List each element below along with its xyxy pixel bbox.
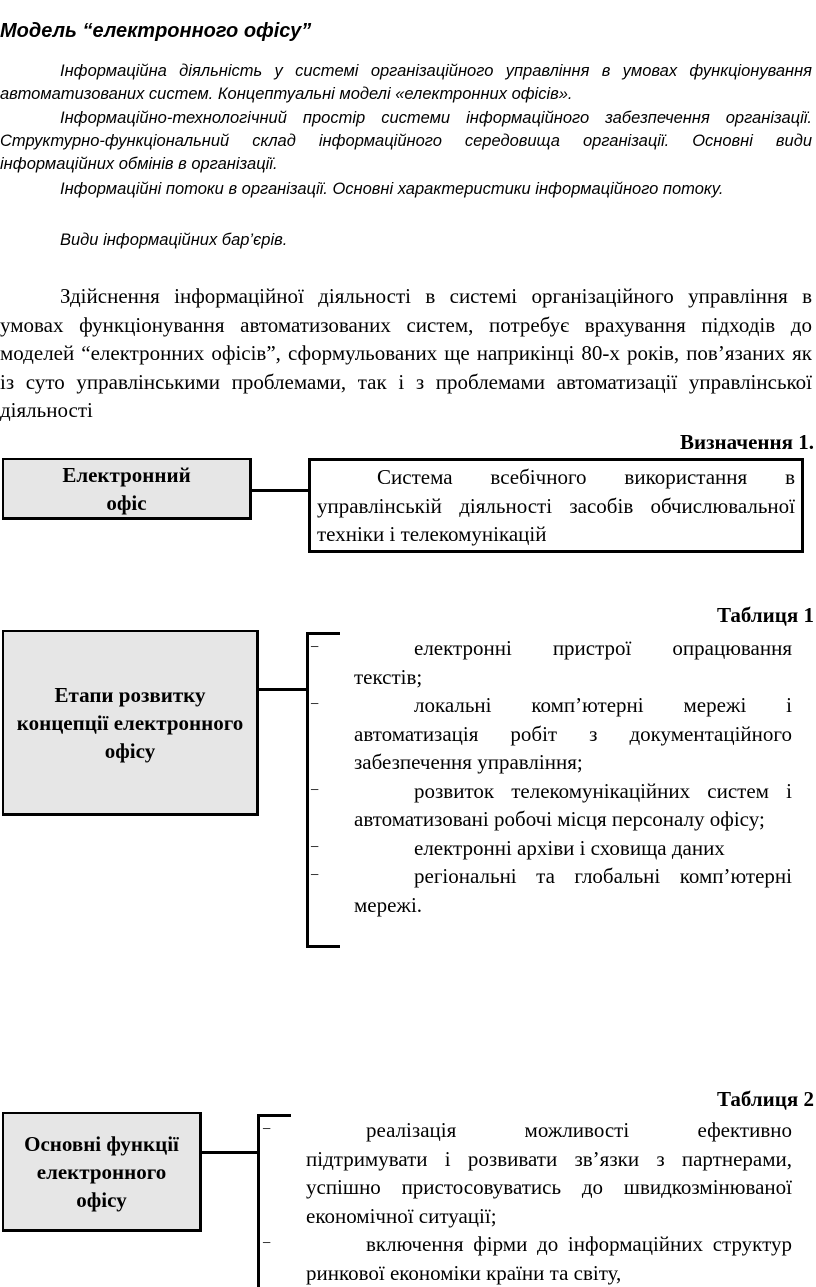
- dash-icon: −: [262, 1235, 272, 1252]
- table2-bracket: [257, 1114, 260, 1287]
- topic-4-text: Види інформаційних бар’єрів.: [60, 231, 288, 249]
- definition-connector: [252, 489, 308, 492]
- table1-label: Таблиця 1: [716, 603, 814, 627]
- table1-bracket: [306, 632, 309, 948]
- list-item-text: розвиток телекомунікаційних систем і авт…: [354, 778, 792, 832]
- list-item: − електронні пристрої опрацювання текстів…: [310, 634, 792, 691]
- table2-label: Таблиця 2: [716, 1087, 814, 1111]
- list-item: − електронні архіви і сховища даних: [310, 834, 792, 863]
- list-item-text: електронні пристрої опрацювання текстів;: [354, 636, 792, 689]
- dash-icon: −: [310, 639, 320, 656]
- table2-connector: [202, 1151, 260, 1154]
- list-item-text: регіональні та глобальні комп’ютерні мер…: [354, 864, 792, 917]
- topic-1: Інформаційна діяльність у системі органі…: [0, 60, 812, 106]
- dash-icon: −: [310, 867, 320, 884]
- intro-paragraph-text: Здійснення інформаційної діяльності в си…: [0, 284, 812, 422]
- list-item-text: локальні комп’ютерні мережі і автоматиза…: [354, 693, 792, 774]
- dash-icon: −: [262, 1121, 272, 1138]
- definition-term-box: Електронний офіс: [2, 458, 252, 520]
- table1-bracket-top: [306, 632, 340, 635]
- table2-bracket-top: [257, 1114, 291, 1117]
- dash-icon: −: [310, 781, 320, 799]
- list-item: − локальні комп’ютерні мережі і автоматиз…: [310, 691, 792, 777]
- table1-connector: [259, 688, 309, 691]
- topic-2: Інформаційно-технологічний простір систе…: [0, 107, 812, 176]
- list-item: − реалізація можливості ефективно підтрим…: [262, 1116, 792, 1230]
- table1-list: − електронні пристрої опрацювання текстів…: [310, 634, 792, 919]
- topic-1-text: Інформаційна діяльність у системі органі…: [0, 62, 812, 103]
- list-item: − розвиток телекомунікаційних систем і ав…: [310, 777, 792, 834]
- intro-paragraph: Здійснення інформаційної діяльності в си…: [0, 282, 812, 425]
- definition-label: Визначення 1.: [679, 430, 814, 454]
- document-title: Модель “електронного офісу”: [0, 20, 312, 42]
- list-item: − включення фірми до інформаційних структ…: [262, 1230, 792, 1287]
- list-item: − регіональні та глобальні комп’ютерні ме…: [310, 862, 792, 919]
- table2-term-box: Основні функції електронного офісу: [2, 1112, 202, 1232]
- topic-2-text: Інформаційно-технологічний простір систе…: [0, 109, 812, 173]
- topic-3: Інформаційні потоки в організації. Основ…: [0, 178, 812, 201]
- table1-bracket-bottom: [306, 945, 340, 948]
- definition-text: Система всебічного використання в управл…: [317, 465, 795, 546]
- list-item-text: електронні архіви і сховища даних: [414, 835, 725, 860]
- table2-list: − реалізація можливості ефективно підтрим…: [262, 1116, 792, 1287]
- topic-3-text: Інформаційні потоки в організації. Основ…: [60, 180, 724, 198]
- table1-term: Етапи розвитку концепції електронного оф…: [16, 682, 244, 763]
- table1-term-box: Етапи розвитку концепції електронного оф…: [2, 630, 259, 816]
- topic-4: Види інформаційних бар’єрів.: [0, 229, 812, 252]
- definition-term: Електронний офіс: [62, 462, 191, 515]
- definition-text-box: Система всебічного використання в управл…: [308, 458, 804, 553]
- dash-icon: −: [310, 696, 320, 713]
- list-item-text: включення фірми до інформаційних структу…: [306, 1232, 792, 1285]
- table2-term: Основні функції електронного офісу: [24, 1131, 179, 1212]
- list-item-text: реалізація можливості ефективно підтриму…: [306, 1118, 792, 1228]
- dash-icon: −: [310, 838, 320, 856]
